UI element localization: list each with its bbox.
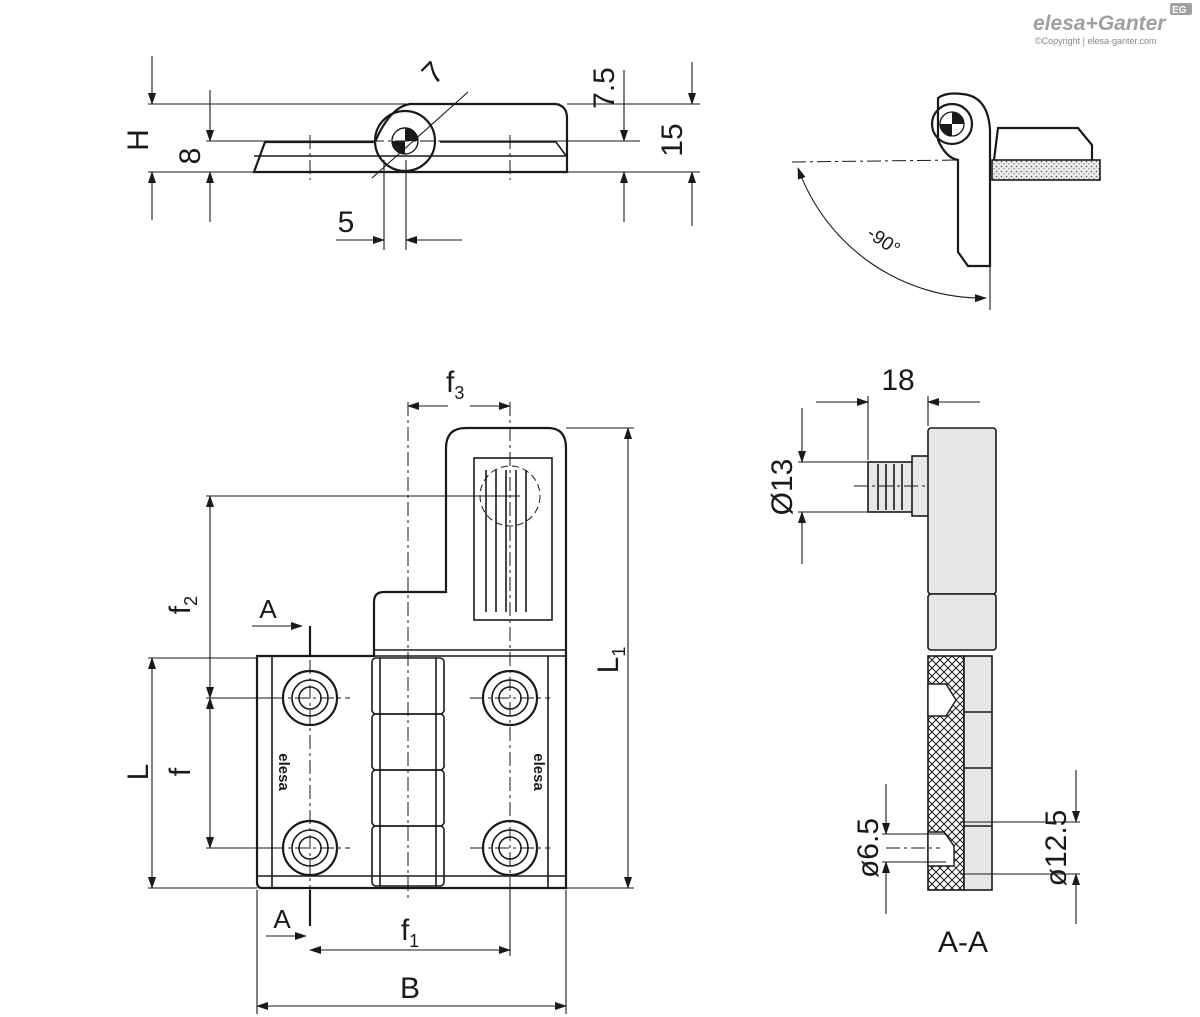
rotation-view: -90° xyxy=(791,92,1101,310)
dim-d6-5: ø6.5 xyxy=(852,818,885,878)
dim-L1: L1 xyxy=(592,647,629,674)
brand-badge-icon xyxy=(1170,3,1192,15)
dim-7-5: 7.5 xyxy=(588,67,621,109)
section-view: 18 Ø13 ø6.5 ø12.5 A-A xyxy=(766,364,1080,959)
dim-angle: -90° xyxy=(863,223,904,260)
dim-f1: f1 xyxy=(401,914,419,951)
logo-text-left: elesa xyxy=(275,753,292,791)
dim-A-bottom: A xyxy=(273,904,291,934)
dim-d13: Ø13 xyxy=(766,459,799,516)
dim-H: H xyxy=(122,129,155,151)
dim-L: L xyxy=(122,764,155,781)
dim-B: B xyxy=(400,972,420,1005)
brand-copyright: ©Copyright | elesa-ganter.com xyxy=(1035,36,1157,46)
logo-text-right: elesa xyxy=(530,753,547,791)
dim-f: f xyxy=(164,767,197,776)
dim-f2: f2 xyxy=(164,596,201,614)
section-label: A-A xyxy=(938,926,988,959)
dim-15: 15 xyxy=(656,123,689,156)
top-view: H 8 7 7.5 15 5 xyxy=(122,56,700,250)
dim-f3: f3 xyxy=(446,366,464,403)
dim-7: 7 xyxy=(416,56,451,91)
front-view: elesa elesa f3 f2 f L L1 xyxy=(122,366,634,1014)
rotation-center-mark-icon xyxy=(939,111,965,137)
dim-A-top: A xyxy=(259,594,277,624)
brand-name: elesa+Ganter xyxy=(1033,12,1167,35)
dim-18: 18 xyxy=(881,364,914,397)
brand-logo: elesa+Ganter EG ©Copyright | elesa-gante… xyxy=(1033,3,1192,46)
dim-d12-5: ø12.5 xyxy=(1040,810,1073,887)
dim-5: 5 xyxy=(338,206,355,239)
dim-8: 8 xyxy=(174,148,207,165)
thread-lines xyxy=(877,464,903,510)
brand-badge: EG xyxy=(1172,5,1187,16)
